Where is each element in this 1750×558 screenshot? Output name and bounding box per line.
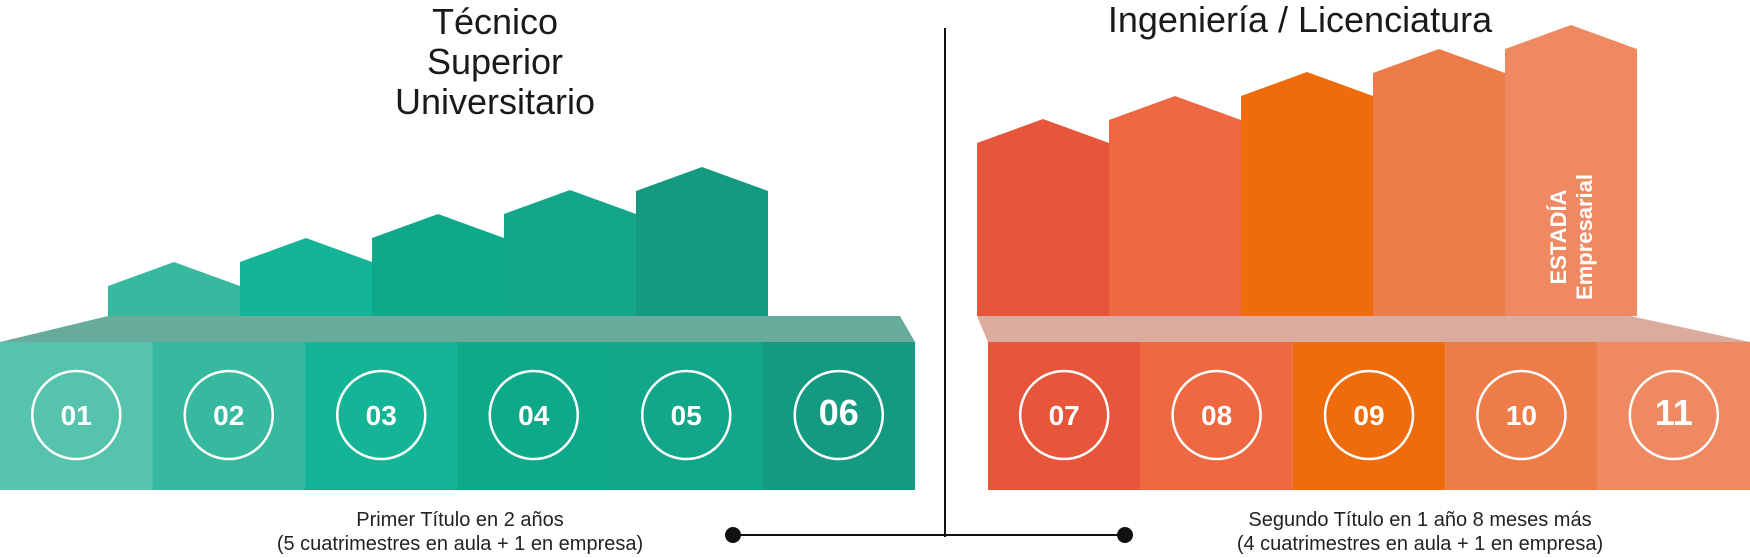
semester-number-04: 04 [518, 400, 550, 431]
semester-circle-01 [31, 369, 122, 461]
semester-circle-10 [1476, 369, 1567, 461]
semester-circle-06 [793, 369, 884, 461]
semester-number-11: 11 [1655, 392, 1693, 433]
right-bar-2 [1109, 96, 1241, 316]
left-title-line-2: Superior [426, 41, 564, 82]
right-internship-line-2: Empresarial [1572, 174, 1597, 300]
semester-number-05: 05 [671, 400, 702, 431]
semester-circle-05 [641, 369, 732, 461]
right-progression-bars [977, 25, 1637, 316]
left-track-caption: Primer Título en 2 años (5 cuatrimestres… [200, 508, 720, 556]
semester-number-07: 07 [1049, 400, 1080, 431]
left-bar-4 [504, 190, 636, 316]
left-bar-1 [108, 262, 240, 316]
semester-number-10: 10 [1506, 400, 1537, 431]
left-banner [0, 316, 915, 342]
connector-dot-right [1117, 527, 1133, 543]
semester-circle-04 [488, 369, 579, 461]
semester-circle-08 [1171, 369, 1262, 461]
left-caption-line-1: Primer Título en 2 años [356, 509, 564, 531]
left-title-line-1: Técnico [431, 1, 559, 42]
right-caption-line-2: (4 cuatrimestres en aula + 1 en empresa) [1236, 533, 1604, 555]
right-caption-line-1: Segundo Título en 1 año 8 meses más [1248, 509, 1592, 531]
right-bar-4 [1373, 49, 1505, 316]
semester-number-06: 06 [819, 392, 859, 433]
left-bar-3 [372, 214, 504, 316]
left-bar-5 [636, 167, 768, 316]
right-title-line-1: Ingeniería / Licenciatura [1107, 0, 1493, 40]
left-internship-line-1: ESTADÍA [807, 180, 832, 275]
semester-circle-07 [1018, 369, 1110, 461]
connector [725, 28, 1133, 543]
left-bar-2 [240, 238, 372, 316]
left-banner-band [0, 316, 915, 342]
left-title-line-3: Universitario [394, 81, 596, 122]
semester-circle-03 [336, 369, 427, 461]
right-internship-line-1: ESTADÍA [1546, 189, 1571, 284]
left-track-title: Técnico Superior Universitario [330, 2, 660, 122]
left-internship-line-2: Empresarial [833, 165, 858, 291]
semester-circle-11 [1628, 369, 1720, 461]
left-progression-bars [108, 167, 768, 316]
semester-number-01: 01 [61, 400, 92, 431]
right-track-title: Ingeniería / Licenciatura [1050, 0, 1550, 40]
semester-number-03: 03 [366, 400, 397, 431]
right-semester-blocks: 07 08 09 10 11 [988, 342, 1750, 490]
semester-number-02: 02 [213, 400, 244, 431]
semester-circle-02 [183, 369, 274, 461]
right-bar-5 [1505, 25, 1637, 316]
right-banner [977, 316, 1750, 342]
right-track-caption: Segundo Título en 1 año 8 meses más (4 c… [1160, 508, 1680, 556]
right-bar-3 [1241, 72, 1373, 316]
right-bar-1 [977, 119, 1109, 316]
connector-dot-left [725, 527, 741, 543]
semester-number-09: 09 [1353, 400, 1384, 431]
semester-number-08: 08 [1201, 400, 1232, 431]
left-semester-blocks: 01 02 03 04 05 06 [0, 342, 915, 490]
right-banner-band [977, 316, 1750, 342]
left-caption-line-2: (5 cuatrimestres en aula + 1 en empresa) [276, 533, 644, 555]
semester-circle-09 [1323, 369, 1415, 461]
